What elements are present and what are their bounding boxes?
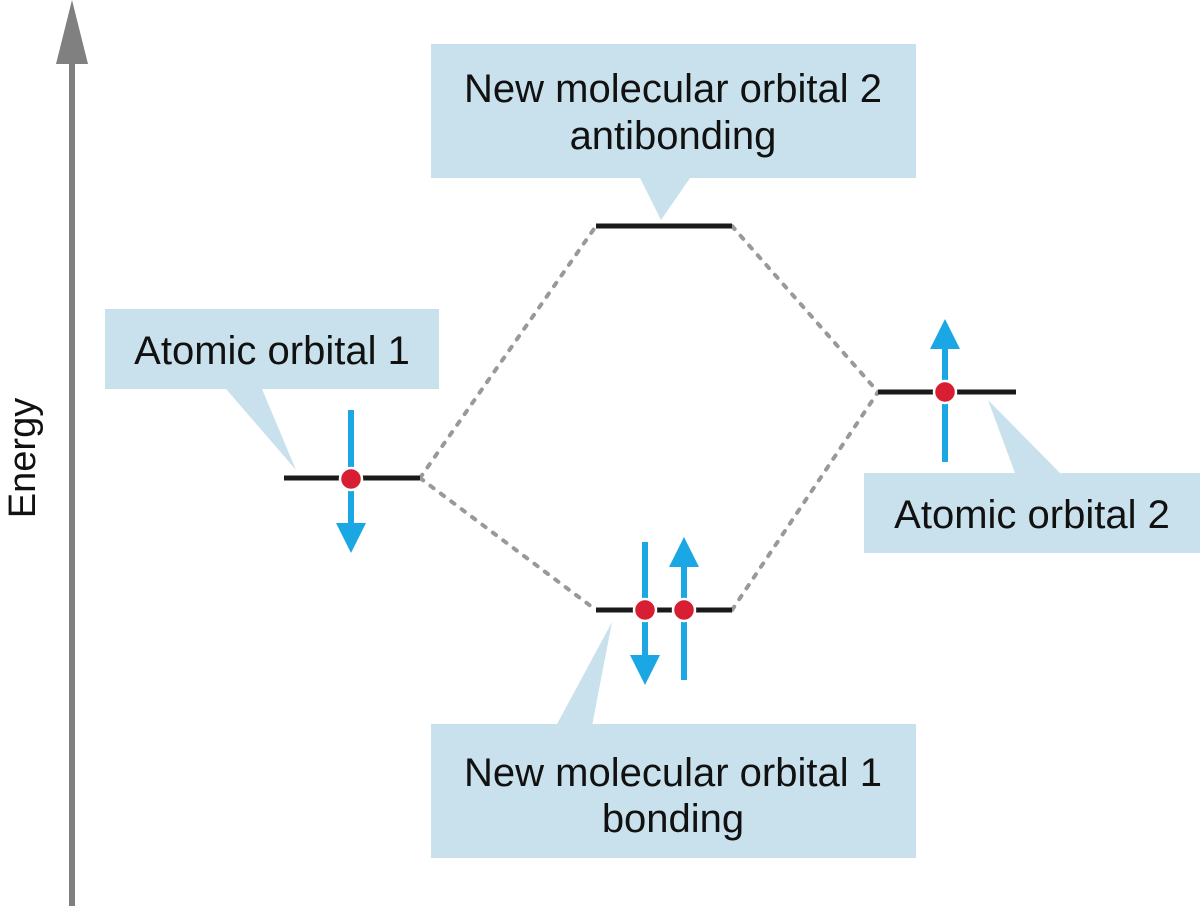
atomic-orbital-2-callout: Atomic orbital 2: [864, 400, 1200, 553]
energy-axis-label: Energy: [2, 398, 44, 518]
antibonding-callout: New molecular orbital 2 antibonding: [431, 44, 916, 220]
orbital-connectors: [418, 224, 880, 612]
electron-dot: [932, 379, 958, 405]
antibonding-label-line1: New molecular orbital 2: [464, 67, 882, 111]
bonding-callout-pointer: [556, 622, 612, 726]
antibonding-callout-pointer: [640, 178, 690, 220]
energy-axis-arrowhead: [56, 0, 88, 64]
energy-axis: Energy: [2, 0, 88, 906]
atomic-orbital-1-callout-pointer: [226, 389, 296, 470]
bonding-callout-box: [431, 724, 916, 858]
electron-dot: [338, 466, 364, 492]
connector-bonding-to-ao2: [730, 390, 880, 612]
atomic-orbital-2-callout-box: [864, 473, 1200, 553]
connector-ao1-to-antibonding: [418, 224, 598, 480]
electron-dot: [632, 597, 658, 623]
antibonding-callout-box: [431, 44, 916, 178]
atomic-orbital-1-callout-box: [105, 309, 439, 389]
atomic-orbital-1-callout: Atomic orbital 1: [105, 309, 439, 470]
connector-ao1-to-bonding: [418, 476, 598, 612]
atomic-orbital-1-label: Atomic orbital 1: [134, 329, 410, 373]
atomic-orbital-2-electron: [930, 319, 960, 462]
bonding-label-line2: bonding: [602, 797, 744, 841]
atomic-orbital-2-callout-pointer: [988, 400, 1060, 473]
bonding-orbital-electrons: [630, 537, 699, 685]
atomic-orbital-1-electron: [336, 410, 366, 553]
bonding-label-line1: New molecular orbital 1: [464, 751, 882, 795]
electron-dot: [671, 597, 697, 623]
connector-antibonding-to-ao2: [730, 224, 880, 394]
antibonding-label-line2: antibonding: [570, 114, 777, 158]
bonding-callout: New molecular orbital 1 bonding: [431, 622, 916, 858]
atomic-orbital-2-label: Atomic orbital 2: [894, 493, 1170, 537]
